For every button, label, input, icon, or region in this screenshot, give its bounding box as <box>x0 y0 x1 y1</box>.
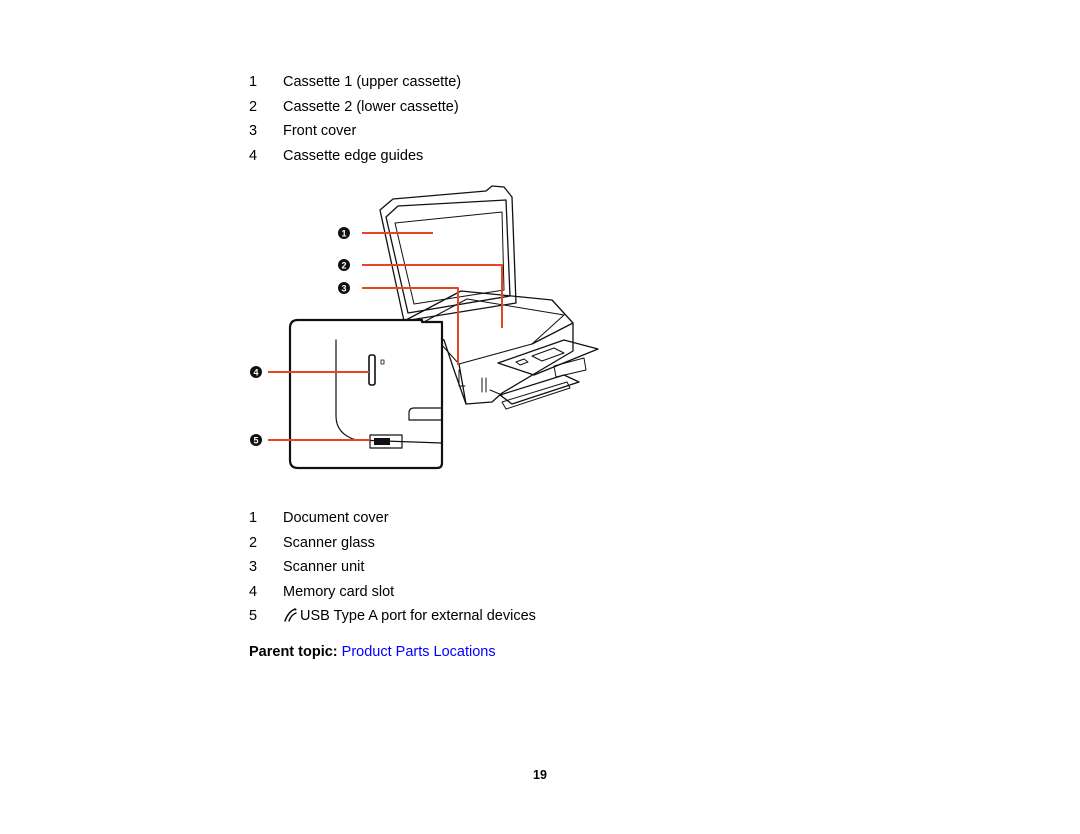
parent-topic-label: Parent topic: <box>249 644 338 660</box>
item-number: 2 <box>249 98 258 115</box>
item-number: 3 <box>249 559 258 575</box>
callout-1: 1 <box>338 227 350 239</box>
item-label: Front cover <box>283 123 357 139</box>
control-panel <box>497 339 599 376</box>
callout-label: 1 <box>341 229 346 239</box>
item-label: Memory card slot <box>283 583 395 600</box>
callout-label: 2 <box>341 261 346 271</box>
callout-label: 5 <box>253 436 258 446</box>
scanner-unit <box>403 290 574 405</box>
item-number: 1 <box>249 74 258 90</box>
callout-2: 2 <box>338 259 350 271</box>
callout-leaders <box>268 232 503 441</box>
callout-3: 3 <box>338 282 350 294</box>
item-label: Scanner unit <box>283 559 365 575</box>
memory-card-slot <box>368 354 385 386</box>
printer-parts-illustration: 1 2 3 4 5 <box>250 185 599 470</box>
item-label: Cassette 1 (upper cassette) <box>283 74 462 90</box>
zoom-detail-box <box>288 318 444 470</box>
callout-5: 5 <box>250 434 262 446</box>
item-number: 4 <box>249 583 258 600</box>
item-label: Cassette 2 (lower cassette) <box>283 98 459 115</box>
item-number: 5 <box>249 608 258 624</box>
item-label: Document cover <box>283 510 389 526</box>
parent-topic-link[interactable]: Product Parts Locations <box>341 644 496 660</box>
item-label: Cassette edge guides <box>283 147 424 164</box>
page-number: 19 <box>533 768 547 782</box>
item-text: USB Type A port for external devices <box>283 606 536 626</box>
output-tray <box>489 357 587 410</box>
callout-4: 4 <box>250 366 262 378</box>
parent-topic: Parent topic: Product Parts Locations <box>249 644 496 660</box>
item-label: Scanner glass <box>283 534 375 551</box>
item-number: 4 <box>249 147 258 164</box>
usb-port <box>369 434 403 449</box>
item-number: 2 <box>249 534 258 551</box>
item-number: 1 <box>249 510 258 526</box>
leader-3 <box>362 287 459 365</box>
leader-2 <box>362 264 503 328</box>
item-label: USB Type A port for external devices <box>300 608 536 624</box>
item-number: 3 <box>249 123 258 139</box>
document-cover <box>379 185 517 322</box>
callout-label: 3 <box>341 284 346 294</box>
usb-icon <box>284 608 297 622</box>
callout-label: 4 <box>253 368 258 378</box>
